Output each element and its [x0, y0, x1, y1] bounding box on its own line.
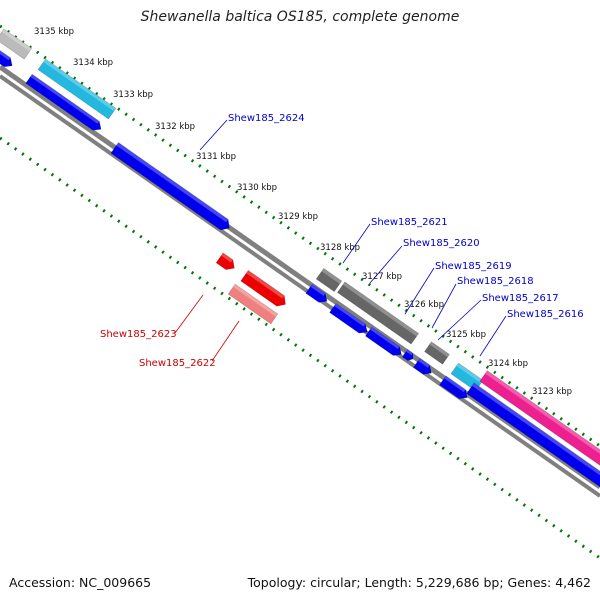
tick-label: 3131 kbp [196, 152, 236, 162]
tick-label: 3127 kbp [362, 272, 402, 282]
gene-label-leader [199, 119, 228, 151]
gene-blue-4[interactable] [305, 283, 330, 306]
gene-label-leader [342, 223, 371, 264]
backbone-outer [0, 64, 600, 490]
page-title: Shewanella baltica OS185, complete genom… [140, 9, 460, 25]
gene-blue-7[interactable] [401, 349, 415, 362]
gene-red-1[interactable] [215, 252, 238, 273]
tick-label: 3128 kbp [320, 243, 360, 253]
accession-label: Accession: NC_009665 [9, 575, 152, 590]
gene-label-leader [404, 267, 435, 315]
gene-label-leader [437, 299, 482, 341]
tick-label: 3125 kbp [446, 330, 486, 340]
tick-label: 3123 kbp [532, 387, 572, 397]
gene-red-2[interactable] [240, 269, 289, 309]
gene-label-leader [479, 315, 507, 357]
gene-blue-5[interactable] [329, 303, 371, 336]
gene-pink-1[interactable] [479, 370, 600, 468]
tick-label: 3130 kbp [237, 183, 277, 193]
gene-blue-6[interactable] [365, 326, 404, 359]
tick-labels: 3135 kbp 3134 kbp 3133 kbp 3132 kbp 3131 kbp… [34, 27, 572, 397]
gene-label[interactable]: Shew185_2620 [403, 238, 480, 249]
gene-label[interactable]: Shew185_2616 [507, 309, 584, 320]
gene-label-leader [211, 320, 240, 362]
gene-blue-2[interactable] [25, 73, 104, 133]
gene-label[interactable]: Shew185_2623 [100, 329, 177, 340]
tick-label: 3132 kbp [155, 122, 195, 132]
gene-label[interactable]: Shew185_2621 [371, 217, 448, 228]
gene-label-leader [174, 294, 204, 334]
gene-blue-8[interactable] [413, 357, 434, 377]
tick-label: 3134 kbp [73, 58, 113, 68]
gene-blue-10[interactable] [466, 382, 600, 491]
tick-label: 3124 kbp [488, 359, 528, 369]
gene-label[interactable]: Shew185_2617 [482, 293, 559, 304]
tick-label: 3129 kbp [278, 212, 318, 222]
gene-label[interactable]: Shew185_2624 [228, 113, 305, 124]
inner-tick-track [0, 136, 600, 560]
gene-blue-3[interactable] [110, 142, 233, 234]
gene-cyan-1[interactable] [37, 58, 117, 120]
gene-gray-3[interactable] [336, 281, 420, 345]
gene-lightred-1[interactable] [227, 283, 279, 325]
gene-label[interactable]: Shew185_2622 [139, 358, 216, 369]
topology-label: Topology: circular; Length: 5,229,686 bp… [247, 575, 591, 590]
gene-gray-2[interactable] [315, 267, 343, 293]
tick-label: 3135 kbp [34, 27, 74, 37]
gene-label[interactable]: Shew185_2619 [435, 261, 512, 272]
outer-tick-track [0, 24, 600, 448]
gene-blue-9[interactable] [439, 375, 471, 402]
gene-label[interactable]: Shew185_2618 [457, 276, 534, 287]
tick-label: 3133 kbp [113, 90, 153, 100]
gene-gray-4[interactable] [424, 341, 450, 365]
gene-label-leader [369, 245, 403, 284]
gene-blue-1[interactable] [0, 49, 15, 70]
gene-features [0, 28, 600, 491]
gene-gray-1[interactable] [0, 28, 33, 60]
tick-label: 3126 kbp [404, 300, 444, 310]
backbone-inner [0, 74, 600, 498]
gene-label-leaders: Shew185_2624Shew185_2621Shew185_2620Shew… [100, 113, 584, 369]
gene-label-leader [431, 283, 457, 329]
